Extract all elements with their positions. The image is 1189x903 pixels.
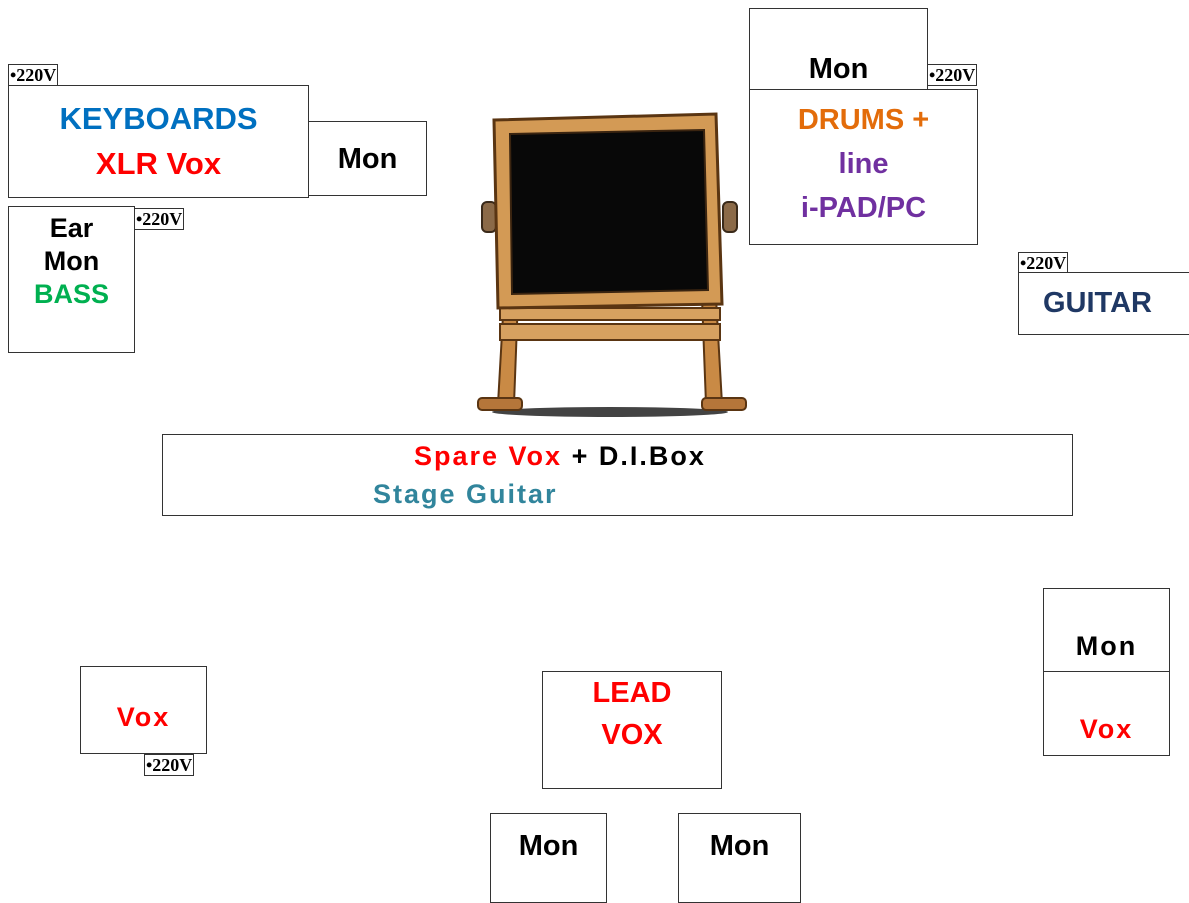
vox-right-monitor-box: Mon [1043,588,1170,672]
drums-box: DRUMS + line i-PAD/PC [749,89,978,245]
left-knob [481,201,497,233]
power-outlet-vox-left: •220V [144,754,195,776]
keyboards-label: KEYBOARDS [59,101,258,136]
drums-line-label: line [838,148,889,180]
guitar-label: GUITAR [1043,287,1153,319]
keyboards-xlr-vox-label: XLR Vox [95,146,222,181]
drums-monitor-label: Mon [808,53,869,85]
lead-monitor-right-box: Mon [678,813,801,903]
vox-left-label: Vox [116,702,171,732]
board-surface [508,128,710,296]
lead-monitor-left-label: Mon [518,830,579,862]
left-foot [477,397,523,411]
keyboards-monitor-label: Mon [337,143,398,175]
spare-vox-label: Spare Vox [414,441,563,471]
power-outlet-bass: •220V [134,208,185,230]
di-box-label: + D.I.Box [562,441,706,471]
vox-right-label: Vox [1079,714,1134,744]
power-outlet-drums: •220V [927,64,978,86]
power-outlet-keyboards: •220V [8,64,59,86]
spare-vox-line: Spare Vox + D.I.Box [414,443,706,470]
lead-vox-label-line1: LEAD [592,677,672,709]
lead-monitor-right-label: Mon [709,830,770,862]
ear-mon-label-line1: Ear [49,213,94,243]
right-knob [722,201,738,233]
bass-label: BASS [33,279,109,309]
keyboards-box: KEYBOARDS XLR Vox [8,85,309,198]
drums-monitor-box: Mon [749,8,928,90]
lead-vox-label-line2: VOX [601,719,663,751]
crossbar-lower [499,323,721,341]
stage-guitar-label: Stage Guitar [373,479,558,509]
vox-right-box: Vox [1043,671,1170,756]
chalkboard-illustration [477,112,747,417]
drums-label: DRUMS + [797,104,930,136]
keyboards-monitor-box: Mon [308,121,427,196]
drums-ipad-pc-label: i-PAD/PC [800,192,927,224]
lead-monitor-left-box: Mon [490,813,607,903]
crossbar-upper [499,307,721,321]
vox-right-monitor-label: Mon [1075,631,1138,661]
right-foot [701,397,747,411]
floor-shadow [492,407,728,417]
ear-mon-label-line2: Mon [43,246,100,276]
power-outlet-guitar: •220V [1018,252,1069,274]
guitar-box: GUITAR [1018,272,1189,335]
vox-left-box: Vox [80,666,207,754]
bass-box: Ear Mon BASS [8,206,135,353]
center-strip-box: Spare Vox + D.I.Box Stage Guitar [162,434,1073,516]
lead-vox-box: LEAD VOX [542,671,722,789]
